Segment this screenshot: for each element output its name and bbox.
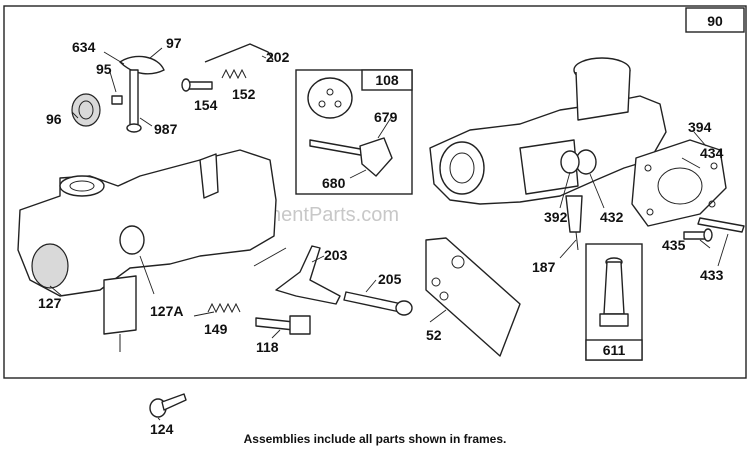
frame-611: 611 (585, 243, 643, 361)
frame-611-label: 611 (603, 342, 626, 358)
callout-187: 187 (532, 259, 556, 275)
callout-95: 95 (96, 61, 112, 77)
callout-392: 392 (544, 209, 568, 225)
leader-lines (49, 47, 729, 421)
callout-434: 434 (700, 145, 724, 161)
frame-108: 108 (295, 69, 413, 195)
frame-108-label: 108 (375, 72, 399, 88)
needle-valve-118 (255, 315, 311, 335)
callout-634: 634 (72, 39, 96, 55)
diagram-border (3, 5, 747, 379)
gasket-52 (425, 237, 521, 357)
fuel-pump-cover (631, 139, 727, 227)
callout-987: 987 (154, 121, 178, 137)
carburetor-body-left (17, 149, 277, 352)
callout-435: 435 (662, 237, 686, 253)
choke-plate-96 (71, 93, 101, 127)
callout-149: 149 (204, 321, 228, 337)
screw-154 (181, 78, 213, 92)
callout-205: 205 (378, 271, 402, 287)
callout-97: 97 (166, 35, 182, 51)
callout-394: 394 (688, 119, 712, 135)
callout-679: 679 (374, 109, 398, 125)
callout-127: 127 (38, 295, 62, 311)
callout-432: 432 (600, 209, 624, 225)
callout-52: 52 (426, 327, 442, 343)
throttle-lever-203 (253, 245, 341, 305)
callout-124: 124 (150, 421, 174, 437)
page-number: 90 (707, 13, 723, 29)
page-number-box: 90 (685, 7, 745, 33)
choke-shaft-97-987 (119, 55, 165, 133)
footer-note: Assemblies include all parts shown in fr… (244, 432, 507, 446)
screw-95 (111, 95, 123, 105)
callout-154: 154 (194, 97, 218, 113)
spring-149 (207, 302, 241, 314)
spring-202 (204, 43, 274, 63)
callout-96: 96 (46, 111, 62, 127)
callout-labels: 634 97 202 95 152 154 96 987 679 680 394… (38, 35, 724, 437)
callout-203: 203 (324, 247, 348, 263)
callout-118: 118 (256, 339, 279, 355)
callout-202: 202 (266, 49, 290, 65)
screw-435 (683, 228, 713, 242)
callout-680: 680 (322, 175, 346, 191)
callout-152: 152 (232, 86, 256, 102)
screw-124 (149, 393, 187, 418)
callout-433: 433 (700, 267, 724, 283)
throttle-shaft-205 (343, 291, 413, 316)
callout-127A: 127A (150, 303, 183, 319)
spring-152 (221, 68, 247, 80)
pin-433 (697, 217, 745, 233)
